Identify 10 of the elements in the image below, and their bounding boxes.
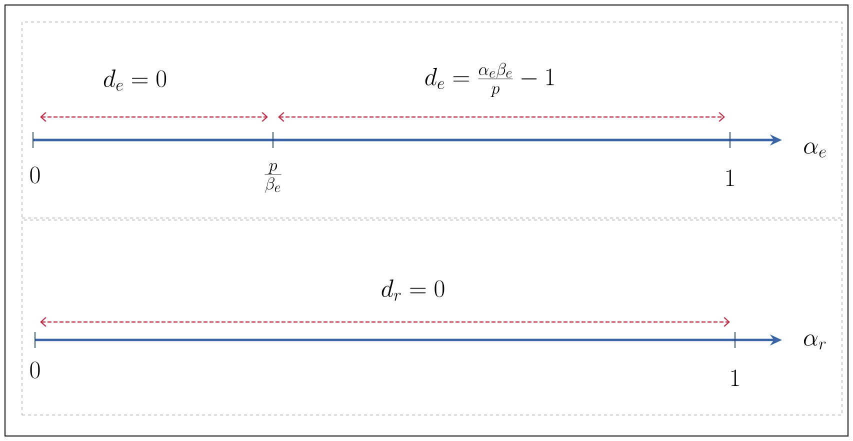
- math-label: $\frac{p}{\beta_e}$: [264, 163, 282, 193]
- math-label: $1$: [726, 170, 734, 186]
- math-label: $1$: [731, 370, 739, 386]
- math-label: $d_e = 0$: [104, 70, 166, 91]
- math-label: $\alpha_r$: [804, 334, 826, 350]
- math-label: $0$: [30, 166, 40, 184]
- math-label: $0$: [30, 362, 40, 378]
- math-label: $\alpha_e$: [804, 142, 826, 158]
- math-label: $d_e = \frac{\alpha_e \beta_e}{p} - 1$: [425, 62, 554, 98]
- math-label: $d_r = 0$: [382, 280, 444, 301]
